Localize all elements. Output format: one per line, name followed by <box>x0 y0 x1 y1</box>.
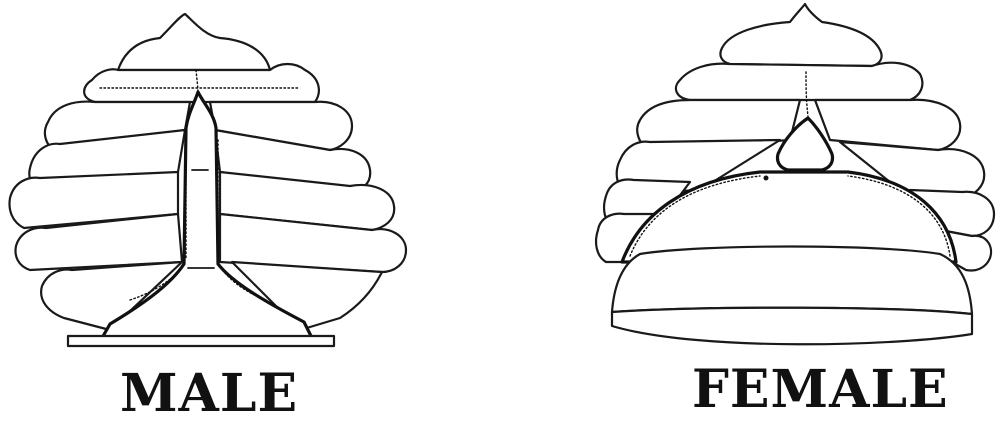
female-lower-plate <box>612 247 972 315</box>
male-top-cap <box>118 14 270 70</box>
female-segment-1 <box>676 63 922 100</box>
female-dot-mark <box>764 176 769 181</box>
female-label: FEMALE <box>692 364 949 416</box>
male-abdomen-drawing <box>10 14 406 346</box>
female-right-segment-a <box>815 100 960 150</box>
female-abdomen-drawing <box>596 4 994 344</box>
female-top-cap <box>720 4 881 66</box>
male-label: MALE <box>120 368 298 420</box>
male-base-plate <box>68 336 334 346</box>
female-base-plate <box>612 308 972 345</box>
